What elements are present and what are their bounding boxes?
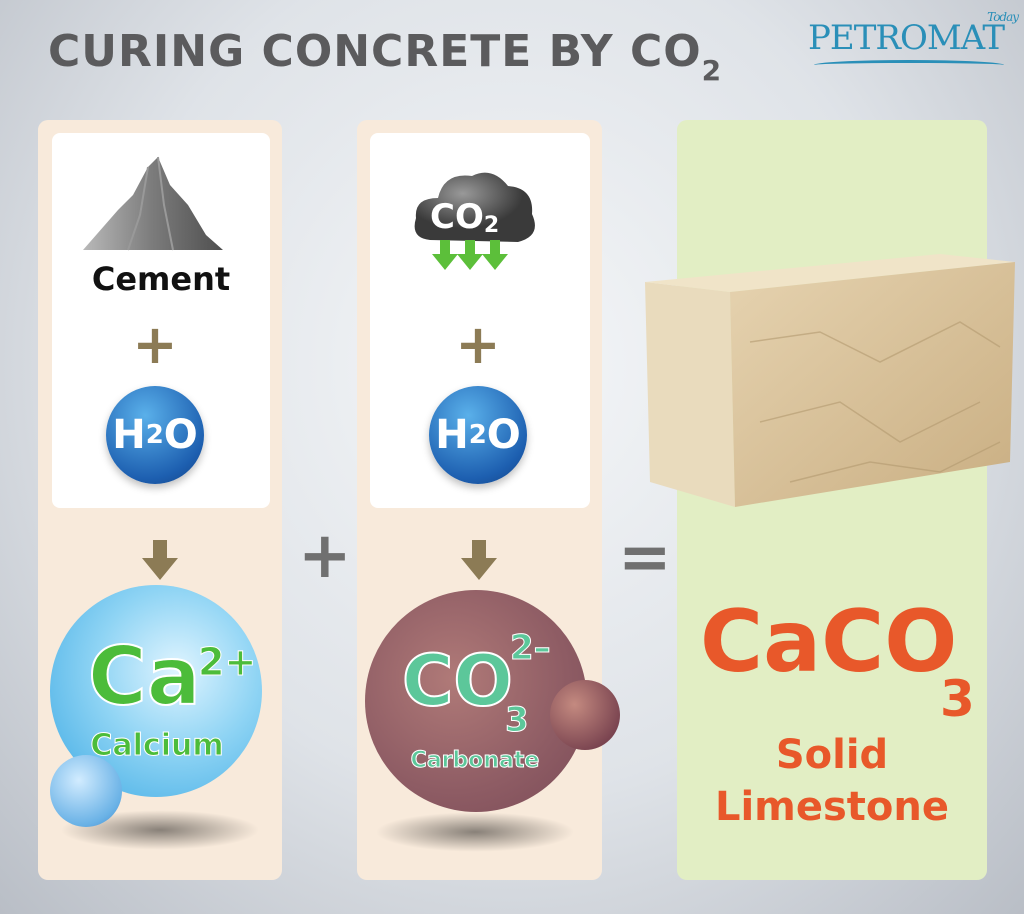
co2-gas-subscript: 2 — [484, 213, 499, 238]
product-label-line2: Limestone — [714, 784, 950, 830]
caco3-symbol: CaCO — [700, 592, 958, 692]
calcium-symbol: Ca — [87, 629, 202, 724]
water-symbol: H — [112, 412, 146, 458]
carbonate-label: Carbonate — [410, 748, 540, 774]
water-tail: O — [486, 412, 521, 458]
co2-cloud-icon: CO2 — [414, 172, 535, 270]
logo-wave — [814, 60, 1004, 70]
page-title: CURING CONCRETE BY CO2 — [48, 26, 722, 87]
carbonate-symbol: CO — [401, 639, 514, 723]
cement-label: Cement — [91, 260, 231, 298]
title-subscript: 2 — [701, 54, 723, 87]
carbonate-sphere — [365, 590, 587, 812]
co2-gas-symbol: CO — [430, 197, 484, 237]
logo-brand: PETROMAT — [808, 18, 1005, 58]
calcium-charge: 2+ — [197, 640, 257, 685]
title-text: CURING CONCRETE BY CO — [48, 26, 702, 77]
logo-tagline: Today — [987, 10, 1019, 24]
water-subscript: 2 — [468, 420, 487, 450]
co2-cloud-text: CO2 — [430, 197, 499, 238]
plus-sign: + — [455, 313, 501, 376]
carbonate-subscript: 3 — [505, 700, 530, 741]
caco3-subscript: 3 — [940, 670, 975, 728]
calcium-small-sphere — [50, 755, 122, 827]
water-subscript: 2 — [145, 420, 164, 450]
carbonate-charge: 2– — [510, 628, 552, 669]
arrow-down-icon — [461, 540, 497, 580]
carbonate-small-sphere — [550, 680, 620, 750]
arrow-down-icon — [142, 540, 178, 580]
cement-pile-icon — [83, 156, 223, 251]
limestone-brick-image — [645, 254, 1015, 507]
water-symbol: H — [435, 412, 469, 458]
plus-operator: + — [298, 519, 352, 593]
product-label-line1: Solid — [775, 732, 889, 778]
water-tail: O — [163, 412, 198, 458]
plus-sign: + — [132, 313, 178, 376]
sphere-shadow — [375, 812, 575, 852]
equals-operator: = — [618, 521, 672, 595]
calcium-label: Calcium — [90, 728, 224, 764]
